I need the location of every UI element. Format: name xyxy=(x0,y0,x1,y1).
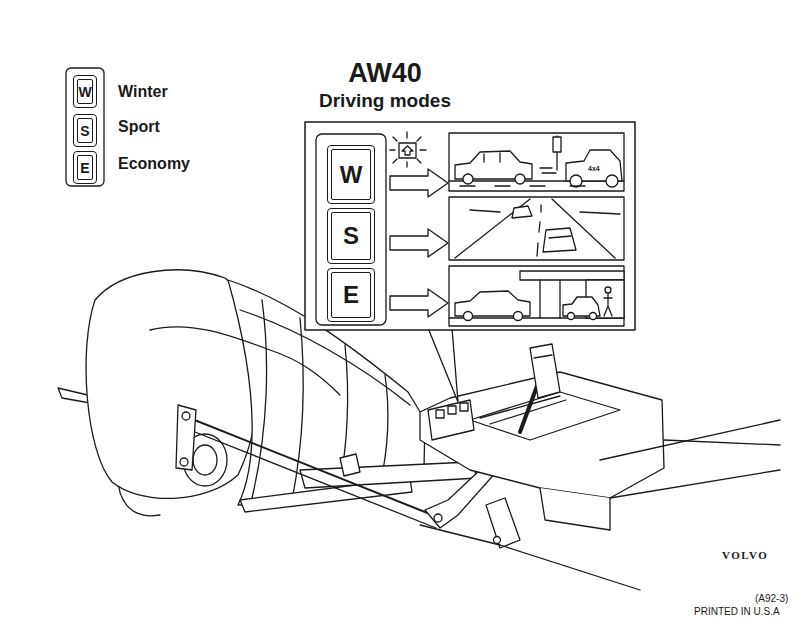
mode-letter: W xyxy=(340,163,363,187)
shift-linkage xyxy=(340,454,360,476)
diagram-title: AW40 xyxy=(235,60,535,87)
gear-selector-console xyxy=(600,420,780,460)
shift-linkage xyxy=(176,405,196,470)
winter-scene xyxy=(463,174,473,184)
winter-scene xyxy=(515,174,525,184)
transmission-drawing xyxy=(193,445,217,475)
sport-scene xyxy=(455,199,620,258)
winter-scene xyxy=(484,153,500,162)
mode-letter: S xyxy=(80,124,89,138)
shift-linkage xyxy=(182,415,440,518)
mode-button: S xyxy=(73,114,97,147)
upshift-indicator xyxy=(390,132,426,167)
gear-selector-console xyxy=(664,440,780,445)
callout-frame xyxy=(305,122,635,330)
mode-name: Economy xyxy=(118,155,190,173)
mode-button: S xyxy=(327,208,375,264)
sport-scene xyxy=(449,197,624,260)
mode-letter: S xyxy=(343,224,359,248)
button-text-stack: W xyxy=(340,163,363,187)
mode-button: W xyxy=(73,75,97,108)
mode-name: Winter xyxy=(118,83,168,101)
callout-frame xyxy=(316,134,386,325)
gear-selector-console xyxy=(448,406,456,414)
gear-selector-console xyxy=(428,400,474,440)
mode-arrows xyxy=(390,169,448,317)
mode-button: E xyxy=(327,268,375,322)
economy-scene xyxy=(540,280,560,318)
winter-scene xyxy=(449,133,624,191)
shift-linkage xyxy=(190,430,436,528)
gear-selector-console xyxy=(500,545,640,590)
shift-linkage xyxy=(486,498,520,548)
shift-linkage xyxy=(434,514,442,522)
callout-frame xyxy=(428,328,458,402)
shift-linkage xyxy=(180,458,188,466)
print-note: PRINTED IN U.S.A xyxy=(694,606,780,617)
upshift-indicator xyxy=(390,132,426,167)
transmission-drawing xyxy=(150,327,340,395)
gear-selector-console xyxy=(436,410,444,418)
callout-frame xyxy=(305,122,635,402)
mode-arrows xyxy=(390,229,448,257)
gear-selector-console xyxy=(534,355,552,358)
gear-selector-console xyxy=(530,344,560,398)
mode-button: E xyxy=(73,151,97,184)
gear-selector-console xyxy=(470,392,620,440)
button-text-stack: S xyxy=(343,224,359,248)
button-text-stack: E xyxy=(80,161,89,175)
upshift-indicator xyxy=(402,146,413,155)
economy-scene xyxy=(449,266,624,326)
vehicle-badge: 4x4 xyxy=(588,165,600,173)
upshift-indicator xyxy=(399,143,416,158)
economy-scene xyxy=(604,293,612,316)
shift-linkage xyxy=(182,412,190,420)
button-text-stack: S xyxy=(80,124,89,138)
economy-scene xyxy=(520,271,624,280)
gear-selector-console xyxy=(420,344,780,590)
winter-scene xyxy=(553,137,561,152)
transmission-drawing xyxy=(58,270,478,516)
economy-scene xyxy=(605,287,611,293)
switch-panel-outline xyxy=(66,68,104,186)
button-text-stack: E xyxy=(343,283,359,307)
brand-logo: VOLVO xyxy=(722,549,768,561)
sport-scene xyxy=(549,236,571,238)
economy-scene xyxy=(514,312,523,321)
gear-selector-console xyxy=(610,470,780,498)
mode-letter: E xyxy=(343,283,359,307)
document-code: (A92-3) xyxy=(755,593,788,604)
mode-arrows xyxy=(390,169,448,197)
sport-scene xyxy=(512,206,532,218)
economy-scene xyxy=(590,313,597,320)
economy-scene xyxy=(464,312,473,321)
mode-name: Sport xyxy=(118,118,160,136)
gear-selector-console xyxy=(540,488,610,530)
economy-scene xyxy=(449,266,624,326)
gear-selector-console xyxy=(460,403,468,411)
winter-scene xyxy=(570,175,582,187)
button-text-stack: W xyxy=(78,85,91,99)
mode-button: W xyxy=(327,145,375,204)
winter-scene xyxy=(606,175,618,187)
sport-scene xyxy=(449,197,624,260)
winter-scene xyxy=(460,185,585,186)
sport-scene xyxy=(543,228,576,252)
winter-scene xyxy=(540,168,556,173)
shift-linkage xyxy=(494,537,501,544)
mode-letter: E xyxy=(80,161,89,175)
mode-arrows xyxy=(390,289,448,317)
switch-panel-outline xyxy=(66,68,104,186)
transmission-drawing xyxy=(252,300,267,498)
subtitle: Driving modes xyxy=(319,91,451,112)
winter-scene xyxy=(449,133,624,191)
economy-scene xyxy=(568,313,575,320)
shift-linkage xyxy=(420,525,500,545)
mode-letter: W xyxy=(78,85,91,99)
